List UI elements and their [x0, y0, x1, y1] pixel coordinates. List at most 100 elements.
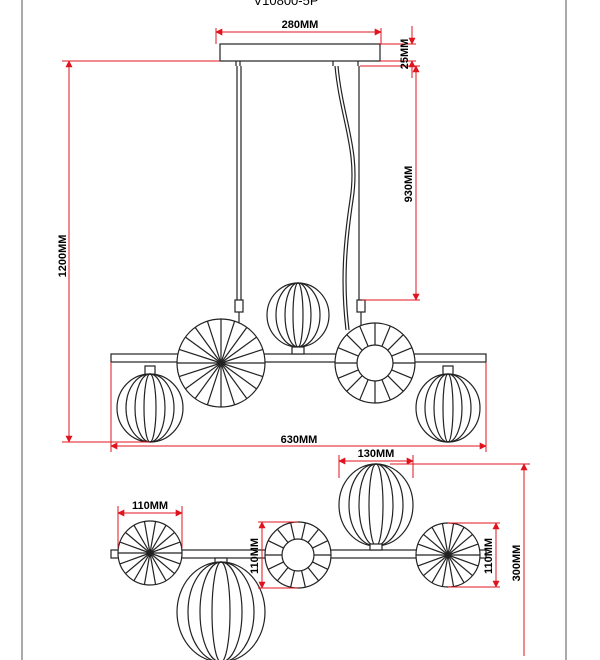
disc-spoke: [220, 348, 264, 364]
disc-spoke: [178, 348, 222, 364]
disc-spoke: [206, 320, 222, 364]
label-canopy-height: 25MM: [399, 39, 411, 70]
disc-spoke: [290, 522, 296, 540]
disc-spoke: [447, 554, 479, 567]
disc-spoke: [194, 327, 222, 364]
sheet-frame: [21, 0, 567, 660]
disc-spoke: [220, 336, 257, 364]
front-view: [110, 43, 487, 443]
disc-spoke: [417, 543, 449, 556]
top-globe-upper: [338, 463, 414, 551]
disc-spoke: [143, 521, 151, 554]
disc-spoke: [431, 526, 449, 556]
disc-spoke: [359, 379, 369, 401]
top-globe-lower: [176, 557, 266, 660]
label-total-depth: 300MM: [511, 545, 523, 582]
top-view-dimensions: [117, 455, 530, 656]
disc-spoke: [447, 523, 455, 556]
disc-spoke: [346, 334, 363, 351]
disc-spoke: [441, 523, 449, 556]
disc-spoke: [312, 540, 328, 549]
disc-spoke: [125, 531, 151, 554]
disc-spoke: [119, 552, 151, 565]
label-large-shade-diameter: 130MM: [358, 448, 395, 460]
disc-spoke: [346, 375, 363, 392]
disc-spoke: [149, 531, 175, 554]
disc-spoke: [178, 362, 222, 378]
disc-spoke: [268, 561, 284, 570]
disc-spoke: [268, 540, 284, 549]
globe-shade-top: [266, 282, 330, 355]
label-total-width: 630MM: [281, 434, 318, 446]
disc-spoke: [447, 554, 455, 587]
disc-shade-right: [334, 322, 416, 404]
front-view-labels: 280MM 25MM 930MM 1200MM 630MM: [57, 19, 415, 446]
disc-spoke: [417, 554, 449, 567]
label-canopy-width: 280MM: [282, 19, 319, 31]
label-small-shade-diameter: 110MM: [132, 500, 168, 512]
disc-spoke: [206, 362, 222, 406]
disc-spoke: [447, 533, 473, 556]
disc-spoke: [307, 567, 320, 582]
disc-spoke: [143, 552, 151, 585]
disc-spoke: [149, 552, 175, 575]
disc-spoke: [194, 362, 222, 399]
top-disc-right: [415, 522, 481, 588]
top-view-labels: 110MM 130MM 110MM 110MM 300MM: [132, 448, 523, 581]
disc-spoke: [220, 362, 264, 378]
disc-spoke: [431, 554, 449, 584]
top-view: [110, 463, 487, 660]
power-cord: [334, 65, 353, 331]
label-disc-shade-diameter: 110MM: [249, 538, 261, 574]
globe-shade-lower-right: [415, 365, 481, 443]
disc-spoke: [312, 561, 328, 570]
disc-spoke: [447, 526, 465, 556]
disc-spoke: [125, 552, 151, 575]
disc-spoke: [276, 567, 289, 582]
disc-spoke: [381, 379, 391, 401]
disc-spoke: [307, 528, 320, 543]
disc-spoke: [276, 528, 289, 543]
disc-spoke: [387, 334, 404, 351]
disc-spoke: [133, 524, 151, 554]
disc-spoke: [220, 362, 236, 406]
disc-spoke: [391, 369, 413, 379]
disc-spoke: [220, 362, 257, 390]
front-view-dimensions: [62, 26, 487, 452]
top-disc-middle: [264, 521, 332, 589]
disc-spoke: [423, 554, 449, 577]
disc-spoke: [423, 533, 449, 556]
disc-spoke: [149, 552, 181, 565]
model-code-title: V10800-5P: [253, 0, 318, 8]
disc-spoke: [220, 320, 236, 364]
disc-spoke: [149, 521, 157, 554]
disc-spoke: [149, 552, 167, 582]
label-total-height: 1200MM: [57, 235, 69, 278]
main-bar: [110, 353, 487, 363]
ceiling-canopy: [219, 43, 381, 62]
disc-spoke: [300, 570, 306, 588]
disc-spoke: [391, 347, 413, 357]
top-disc-left: [117, 520, 183, 586]
disc-shade-left: [176, 318, 266, 408]
disc-spoke: [220, 327, 248, 364]
disc-spoke: [119, 541, 151, 554]
disc-spoke: [133, 552, 151, 582]
disc-spoke: [149, 524, 167, 554]
label-cable-length: 930MM: [403, 166, 415, 203]
disc-spoke: [185, 336, 222, 364]
disc-spoke: [300, 522, 306, 540]
disc-spoke: [387, 375, 404, 392]
disc-spoke: [359, 325, 369, 347]
disc-spoke: [290, 570, 296, 588]
disc-spoke: [337, 347, 359, 357]
disc-spoke: [447, 543, 479, 556]
disc-spoke: [149, 541, 181, 554]
disc-spoke: [381, 325, 391, 347]
disc-spoke: [220, 362, 248, 399]
label-right-shade-diameter: 110MM: [483, 538, 495, 574]
globe-shade-lower-left: [116, 365, 184, 443]
disc-spoke: [149, 552, 157, 585]
disc-spoke: [447, 554, 465, 584]
